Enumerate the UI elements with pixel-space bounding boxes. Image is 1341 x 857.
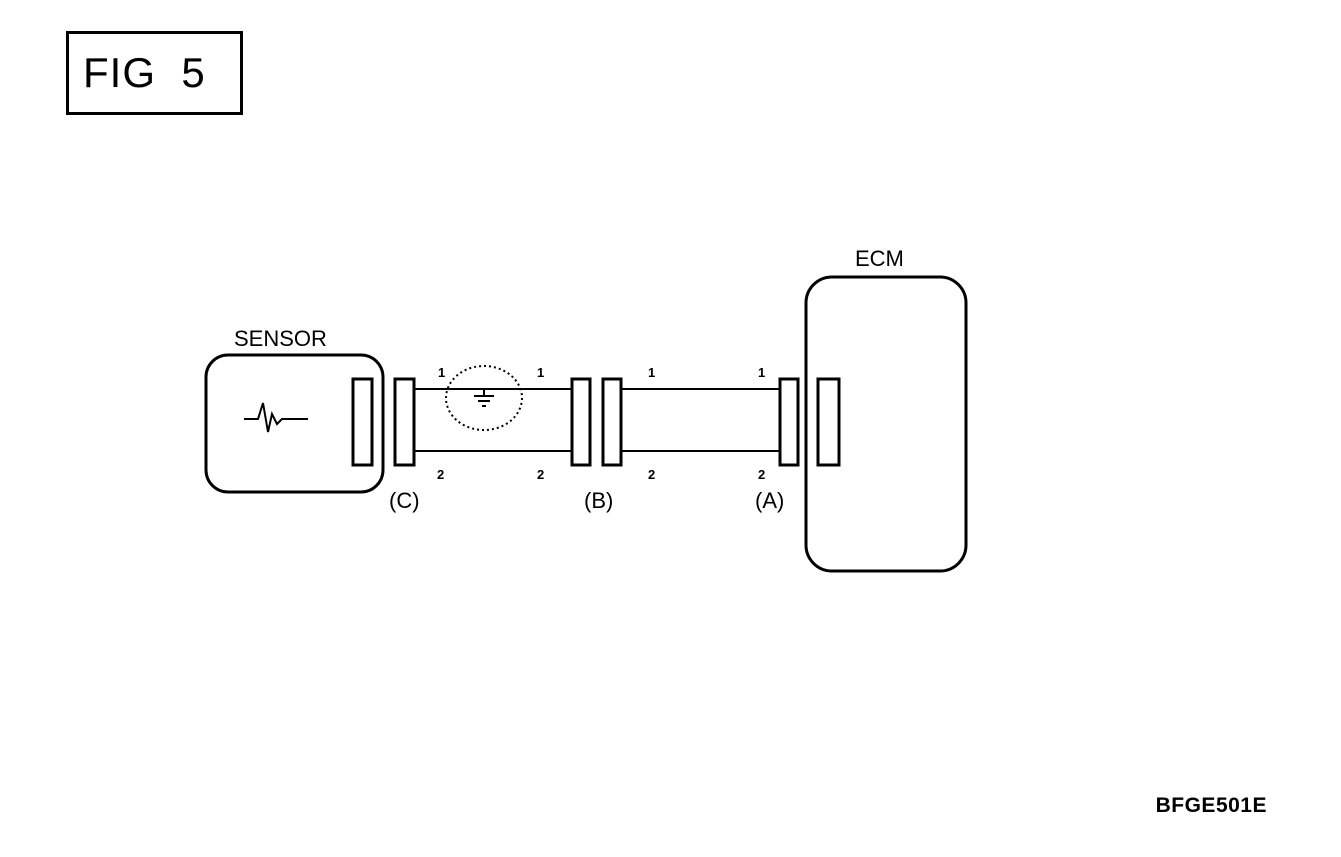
sensor-terminal	[351, 377, 374, 467]
connector-b-left	[570, 377, 592, 467]
ground-icon	[474, 389, 494, 407]
short-circle	[445, 365, 523, 431]
connector-a-label: (A)	[755, 488, 784, 513]
figure-title: FIG 5	[66, 31, 243, 115]
ecm-label: ECM	[855, 246, 904, 271]
sensor-box	[204, 353, 385, 494]
pin-label-b-2-left: 2	[537, 467, 544, 482]
pin-label-c-2: 2	[437, 467, 444, 482]
waveform-icon	[244, 402, 308, 433]
pin-label-a-1: 1	[758, 365, 765, 380]
pin-label-b-1-left: 1	[537, 365, 544, 380]
connector-b-label: (B)	[584, 488, 613, 513]
connector-c-label: (C)	[389, 488, 420, 513]
connector-b-right	[601, 377, 623, 467]
sensor-label: SENSOR	[234, 326, 327, 351]
pin-label-c-1: 1	[438, 365, 445, 380]
ecm-terminal	[816, 377, 841, 467]
pin-label-a-2: 2	[758, 467, 765, 482]
connector-c	[393, 377, 416, 467]
pin-label-b-2-right: 2	[648, 467, 655, 482]
pin-label-b-1-right: 1	[648, 365, 655, 380]
connector-a	[778, 377, 800, 467]
ecm-box	[804, 275, 968, 573]
reference-code: BFGE501E	[1155, 794, 1267, 817]
